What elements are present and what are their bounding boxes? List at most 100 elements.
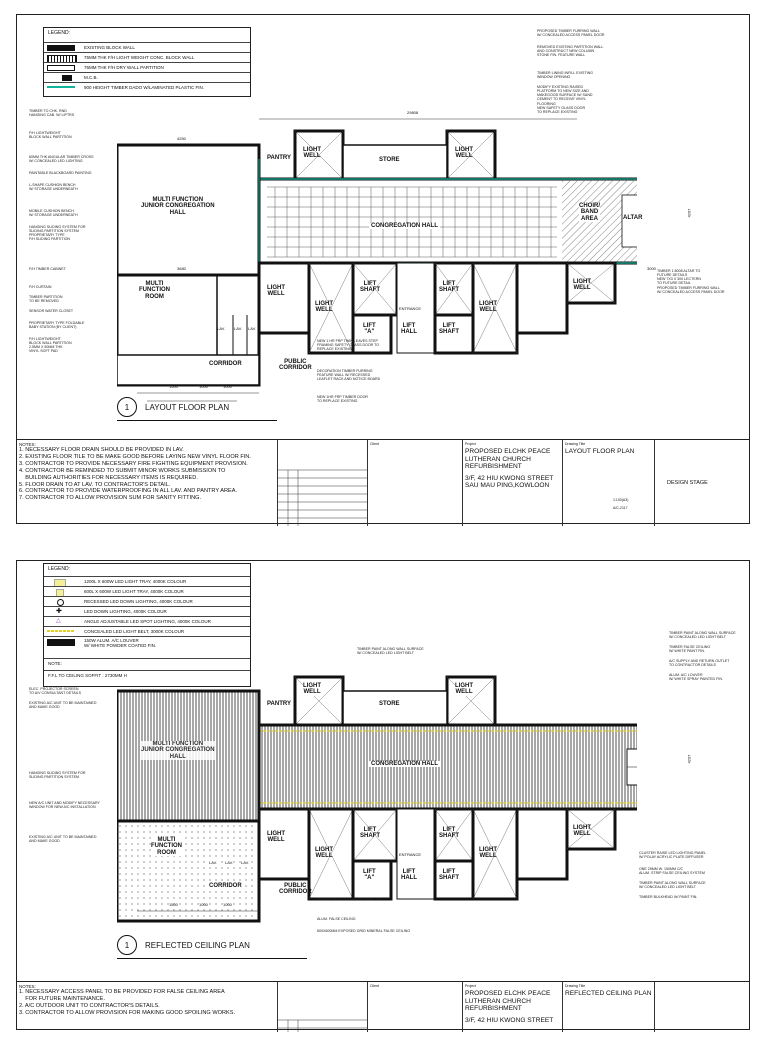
annotation: ALUM. FALSE CEILING (317, 917, 356, 921)
project-label: Project (465, 984, 476, 988)
right-dimension: 4207 (686, 754, 692, 764)
plan-title-text: REFLECTED CEILING PLAN (145, 940, 250, 950)
floor-plan-drawing (117, 118, 637, 402)
notes-title: NOTES: (19, 442, 36, 447)
room-public-corridor: PUBLIC CORRIDOR (279, 359, 312, 372)
note-line: 5. FLOOR DRAIN TO AT LAV. TO CONTRACTOR'… (19, 481, 171, 488)
legend-row: 150W ALUM. A/C LOUVER W/ WHITE POWDER CO… (44, 636, 250, 651)
annotation: TIMBER 1:8008 ALTAR TO FUTURE DETAILS NE… (657, 269, 725, 294)
room-lift-shaft: LIFT SHAFT (360, 827, 380, 840)
annotation: EXISTING A/C UNIT TO BE MAINTAINED AND M… (29, 835, 97, 844)
ceiling-plan-drawing (117, 675, 637, 923)
general-notes: NOTES: 1. NECESSARY FLOOR DRAIN SHOULD B… (19, 442, 277, 502)
note-line: BUILDING AUTHORITIES FOR NECESSARY ITEMS… (19, 474, 198, 481)
dado-symbol (47, 86, 75, 88)
drawing-title: LAYOUT FLOOR PLAN (565, 448, 635, 455)
drawing-title: REFLECTED CEILING PLAN (565, 990, 652, 997)
drawing-sheet-layout-plan: LEGEND: EXISTING BLOCK WALL 75MM THK F/H… (16, 14, 750, 526)
annotation: 60MM THK ANGULAR TIMBER CROSS W/ CONCEAL… (29, 155, 94, 164)
room-pantry: PANTRY (267, 155, 291, 161)
annotation: MODIFY EXISTING RAISED PLATFORM TO NEW S… (537, 85, 593, 114)
project-line: PROPOSED ELCHK PEACE (465, 990, 551, 997)
legend-note-title: NOTE: (48, 661, 62, 666)
room-light-well: LIGHT WELL (455, 683, 473, 696)
client-label: Client (370, 442, 379, 446)
legend-row: △ ANGLE ADJUSTABLE LED SPOT LIGHTING, 40… (44, 616, 250, 627)
annotation: DECORATION TIMBER FURRING FEATURE WALL W… (317, 369, 381, 382)
annotation: SENSOR WATER CLOSET (29, 309, 74, 313)
legend-row: EXISTING BLOCK WALL (44, 42, 250, 53)
annotation: TIMBER FALSE CEILING W/ PAINT FIN. (317, 897, 383, 901)
annotation: EXISTING A/C UNIT TO BE MAINTAINED AND M… (29, 701, 97, 710)
legend-label: CONCEALED LED LIGHT BELT, 3000K COLOUR (84, 629, 185, 634)
project-line: REFURBISHMENT (465, 1005, 522, 1013)
note-line: 4. CONTRACTOR BE REMINDED TO SUBMIT MINO… (19, 467, 226, 474)
legend-label: ANGLE ADJUSTABLE LED SPOT LIGHTING, 4000… (84, 619, 211, 624)
annotation: PROPRIETARY TYPE FOLDABLE BABY STATION (… (29, 321, 85, 330)
room-congregation-hall: CONGREGATION HALL (369, 761, 440, 768)
note-line: FOR FUTURE MAINTENANCE. (19, 996, 106, 1003)
room-light-well: LIGHT WELL (315, 847, 333, 860)
note-line: 3. CONTRACTOR TO ALLOW PROVISION FOR MAK… (19, 1009, 236, 1016)
downlight-symbol (57, 599, 64, 606)
plan-title-text: LAYOUT FLOOR PLAN (145, 402, 230, 412)
room-entrance: ENTRANCE (399, 852, 422, 857)
room-lift-shaft: LIFT SHAFT (439, 323, 459, 336)
annotation: PROPOSED TIMBER FURRING WALL W/ CONCEALE… (537, 29, 605, 38)
annotation: TIMBER FALSE CEILING W/ WHITE PAINT FIN. (669, 645, 711, 654)
drawing-number: 1 (117, 397, 137, 417)
room-light-well: LIGHT WELL (315, 301, 333, 314)
title-block: NOTES: 1. NECESSARY FLOOR DRAIN SHOULD B… (17, 439, 749, 526)
louver-symbol (47, 639, 75, 646)
room-lift-a: LIFT "A" (363, 323, 376, 336)
annotation: HANGING SLIDING SYSTEM FOR SLIDING PARTI… (29, 225, 86, 242)
annotation: F/H CURTAIN (29, 285, 52, 289)
mcb-symbol (62, 75, 72, 81)
cross-icon: ✚ (56, 608, 62, 615)
drawing-title-label: Drawing Title (565, 984, 586, 988)
legend-label: 150W ALUM. A/C LOUVER W/ WHITE POWDER CO… (84, 638, 157, 648)
room-lift-hall: LIFT HALL (401, 869, 417, 882)
project-line: 3/F, 42 HIU KWONG STREET (465, 474, 554, 482)
room-corridor: CORRIDOR (209, 883, 242, 890)
project-cell: Project PROPOSED ELCHK PEACE LUTHERAN CH… (462, 982, 563, 1032)
drawing-number: 1 (117, 935, 137, 955)
bottom-dimension: 1500 (169, 902, 178, 907)
title-underline (117, 420, 277, 421)
room-light-well: LIGHT WELL (303, 683, 321, 696)
legend-row: CONCEALED LED LIGHT BELT, 3000K COLOUR (44, 626, 250, 637)
legend-title: LEGEND: (48, 566, 70, 572)
annotation: ONE 25MM W. 150MM C/C ALUM. STRIP FALSE … (639, 867, 705, 876)
room-light-well: LIGHT WELL (573, 825, 591, 838)
room-store: STORE (379, 157, 400, 163)
annotation: TIMBER PAINT ALONG WALL SURFACE W/ CONCE… (669, 631, 736, 640)
room-light-well: LIGHT WELL (267, 831, 285, 844)
title-underline (117, 958, 307, 959)
annotation: PAINTABLE BLACKBOARD PAINTING (29, 171, 92, 175)
room-light-well: LIGHT WELL (479, 847, 497, 860)
project-line: SAU MAU PING,KOWLOON (465, 482, 550, 490)
note-line: 2. A/C OUTDOOR UNIT TO CONTRACTOR'S DETA… (19, 1003, 160, 1010)
drawing-title-cell: Drawing Title LAYOUT FLOOR PLAN 1:100(A3… (562, 440, 655, 526)
room-lift-shaft: LIFT SHAFT (439, 281, 459, 294)
light-belt-symbol (47, 630, 75, 632)
left-dimension: 3680 (177, 266, 186, 271)
right-dimension: 4207 (686, 208, 692, 218)
annotation: TIMBER TO CHK. RND HANGING CAB. W/ LIPTR… (29, 109, 75, 118)
room-choir-band-area: CHOIR/ BAND AREA (579, 203, 600, 222)
room-multi-function-hall: MULTI FUNCTION JUNIOR CONGREGATION HALL (141, 197, 215, 216)
annotation: L-SHAPE CUSHION BENCH W/ STORAGE UNDERNE… (29, 183, 78, 192)
annotation: F/H TIMBER CABINET (29, 267, 66, 271)
annotation: NEW 1 HR FRP TWIN LEAVES STEP FRAMING SA… (317, 339, 380, 352)
room-lav: LAV. (217, 326, 226, 331)
client-cell: Client (367, 440, 463, 526)
drawing-title-cell: Drawing Title REFLECTED CEILING PLAN (562, 982, 655, 1032)
room-lav: LAV. (234, 326, 243, 331)
project-line: LUTHERAN CHURCH (465, 455, 531, 463)
plan-title: 1 LAYOUT FLOOR PLAN (117, 397, 229, 417)
legend-row: 900 HEIGHT TIMBER DADO W/LAMINATED PLAST… (44, 82, 250, 93)
room-multi-function-room: MULTI FUNCTION ROOM (151, 837, 182, 856)
room-light-well: LIGHT WELL (455, 147, 473, 160)
project-label: Project (465, 442, 476, 446)
legend-label: M.C.B. (84, 75, 98, 80)
